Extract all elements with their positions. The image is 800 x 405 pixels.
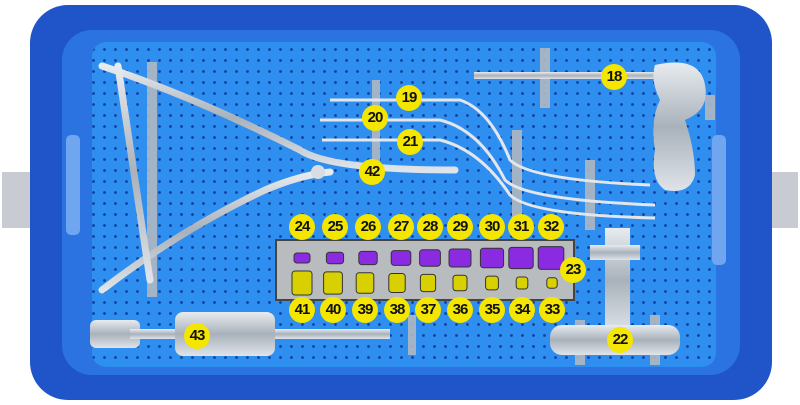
yellow-sizer	[291, 270, 313, 296]
yellow-sizer	[323, 271, 343, 295]
callout-bottom-0: 41	[289, 297, 315, 323]
callout-21: 21	[397, 129, 423, 155]
yellow-sizer	[388, 273, 406, 293]
callout-bottom-5: 36	[447, 297, 473, 323]
purple-sizer	[293, 252, 311, 264]
purple-sizer	[325, 251, 345, 265]
yellow-sizer	[355, 272, 375, 294]
callout-bottom-2: 39	[352, 297, 378, 323]
callout-22: 22	[607, 327, 633, 353]
callout-bottom-4: 37	[415, 297, 441, 323]
callout-43: 43	[184, 323, 210, 349]
purple-sizer	[448, 248, 472, 268]
callout-top-7: 31	[508, 214, 534, 240]
callout-18: 18	[601, 64, 627, 90]
purple-sizer	[479, 247, 505, 269]
callout-top-1: 25	[322, 214, 348, 240]
callout-19: 19	[396, 85, 422, 111]
yellow-sizer	[515, 276, 529, 290]
callout-bottom-1: 40	[320, 297, 346, 323]
callout-top-2: 26	[355, 214, 381, 240]
callout-23: 23	[560, 257, 586, 283]
purple-sizer	[537, 246, 565, 270]
purple-sizer	[508, 246, 534, 270]
callout-top-3: 27	[388, 214, 414, 240]
purple-sizer	[390, 250, 412, 266]
callout-top-0: 24	[289, 214, 315, 240]
purple-sizer	[358, 250, 378, 266]
yellow-sizer	[546, 277, 558, 289]
yellow-sizer	[485, 275, 499, 291]
callout-bottom-7: 34	[509, 297, 535, 323]
callout-bottom-8: 33	[539, 297, 565, 323]
callout-top-8: 32	[538, 214, 564, 240]
callout-42: 42	[359, 159, 385, 185]
callout-20: 20	[362, 105, 388, 131]
callout-top-4: 28	[417, 214, 443, 240]
yellow-sizer	[452, 274, 468, 292]
callout-top-5: 29	[447, 214, 473, 240]
callout-top-6: 30	[479, 214, 505, 240]
purple-sizer	[419, 249, 441, 267]
yellow-sizer	[419, 273, 437, 293]
callout-bottom-3: 38	[384, 297, 410, 323]
callout-bottom-6: 35	[479, 297, 505, 323]
